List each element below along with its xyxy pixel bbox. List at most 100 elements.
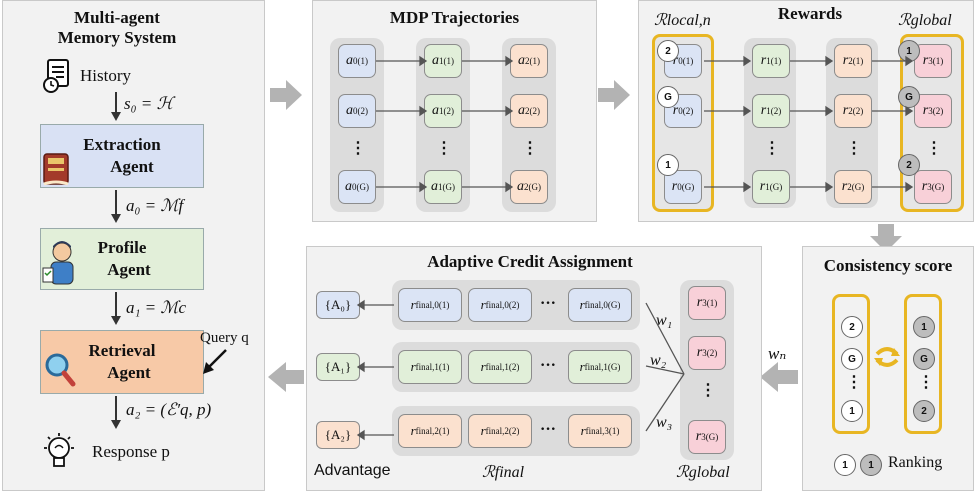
credit-arrows <box>356 299 685 441</box>
arrow-s0 <box>111 92 121 121</box>
consistency-left-box <box>832 294 870 434</box>
global-rank-badge: G <box>898 86 920 108</box>
a1-label: a₁ = ℳc <box>126 298 187 317</box>
arrow-rewards-to-consistency <box>870 224 902 252</box>
weight-w2: w₂ <box>650 352 667 369</box>
weight-wn: wₙ <box>768 344 787 363</box>
consistency-left-badge: 2 <box>841 316 863 338</box>
final-dots-0: ··· <box>540 295 557 312</box>
advantage-label: Advantage <box>314 462 391 479</box>
consistency-right-dots: ⋮ <box>918 374 934 391</box>
consistency-left-badge: G <box>841 348 863 370</box>
local-rank-badge: 1 <box>657 154 679 176</box>
history-label: History <box>80 66 131 85</box>
consistency-right-box <box>904 294 942 434</box>
s0-label: s₀ = ℋ <box>124 94 174 113</box>
magnifier-icon <box>45 353 76 387</box>
mdp-dots-0: ⋮ <box>350 140 366 157</box>
query-label: Query q <box>200 330 249 346</box>
global-rank-badge: 2 <box>898 154 920 176</box>
reward-dots-1: ⋮ <box>764 140 780 157</box>
reward-dots-3: ⋮ <box>926 140 942 157</box>
reward-arrows <box>704 55 914 193</box>
arrow-a1 <box>111 292 121 325</box>
arrow-left-to-mdp <box>270 80 302 110</box>
swap-arrows-icon <box>874 347 900 367</box>
multi-agent-title: Multi-agent Memory System <box>57 8 177 47</box>
weight-w3: w₃ <box>656 414 673 431</box>
response-label: Response p <box>92 442 170 461</box>
consistency-left-dots: ⋮ <box>846 374 862 391</box>
consistency-right-badge: 1 <box>913 316 935 338</box>
arrow-a2 <box>111 396 121 429</box>
consistency-right-badge: G <box>913 348 935 370</box>
consistency-right-badge: 2 <box>913 400 935 422</box>
mdp-title: MDP Trajectories <box>389 8 520 27</box>
consistency-left-badge: 1 <box>841 400 863 422</box>
advantage-1: {A₁} <box>316 353 360 381</box>
reward-dots-2: ⋮ <box>846 140 862 157</box>
consistency-panel <box>802 246 974 491</box>
arrow-credit-to-left <box>268 362 304 392</box>
book-icon <box>43 153 69 186</box>
history-document-icon <box>43 59 69 93</box>
rewards-title: Rewards <box>777 4 843 23</box>
reward-global-label: ℛglobal <box>898 12 952 29</box>
mdp-dots-2: ⋮ <box>522 140 538 157</box>
lightbulb-icon <box>44 433 74 467</box>
credit-global-label: ℛglobal <box>676 464 730 481</box>
final-dots-1: ··· <box>540 357 557 374</box>
mdp-arrows <box>376 55 514 193</box>
local-rank-badge: 2 <box>657 40 679 62</box>
arrow-mdp-to-rewards <box>598 80 630 110</box>
legend-badge-dark: 1 <box>860 454 882 476</box>
consistency-title: Consistency score <box>823 256 953 275</box>
legend-badge-light: 1 <box>834 454 856 476</box>
a2-label: a₂ = (ℰ′q, p) <box>126 400 212 419</box>
final-dots-2: ··· <box>540 421 557 438</box>
local-rank-badge: G <box>657 86 679 108</box>
legend-ranking-label: Ranking <box>888 454 943 471</box>
credit-title: Adaptive Credit Assignment <box>427 252 633 271</box>
weight-w1: w₁ <box>656 312 673 329</box>
query-arrow <box>203 349 227 374</box>
global-dots: ⋮ <box>700 382 716 399</box>
person-icon <box>42 241 74 285</box>
final-label: ℛfinal <box>482 464 525 481</box>
reward-local-label: ℛlocal,n <box>654 12 711 29</box>
advantage-2: {A₂} <box>316 421 360 449</box>
mdp-dots-1: ⋮ <box>436 140 452 157</box>
a0-label: a₀ = ℳf <box>126 196 184 215</box>
arrow-consistency-to-credit <box>760 362 798 392</box>
arrow-a0 <box>111 190 121 223</box>
